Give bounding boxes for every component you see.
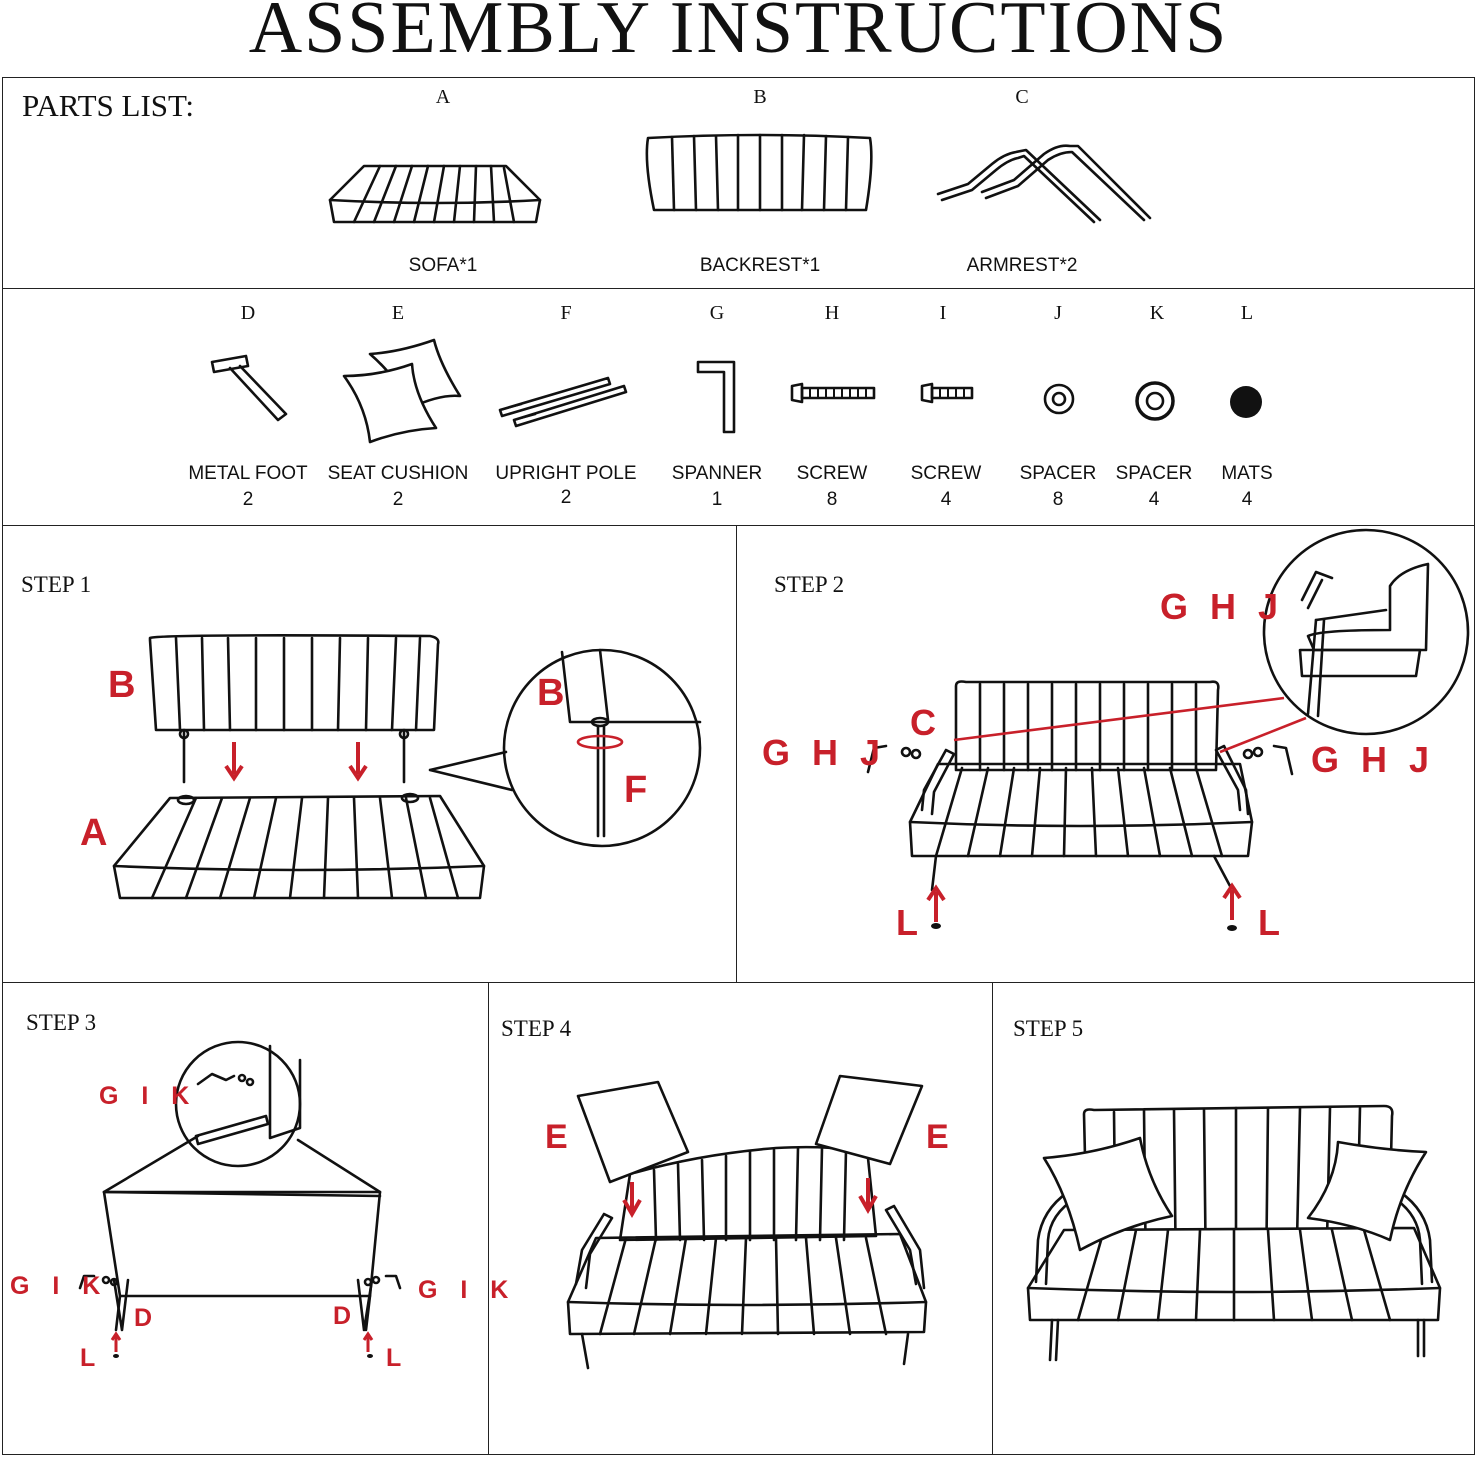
part-letter-l: L xyxy=(1240,302,1254,324)
part-name-e: SEAT CUSHION xyxy=(327,463,469,484)
part-letter-b: B xyxy=(753,86,767,108)
part-name-f: UPRIGHT POLE xyxy=(495,463,637,484)
part-letter-a: A xyxy=(435,86,451,108)
step5-label: STEP 5 xyxy=(1013,1016,1084,1041)
step2-callout-ghj-detail: G H J xyxy=(1160,586,1285,627)
part-letter-i: I xyxy=(939,302,947,324)
part-letter-j: J xyxy=(1054,302,1062,324)
step2-illustration xyxy=(866,528,1470,931)
part-letter-d: D xyxy=(240,302,256,324)
sofa-seat-illustration xyxy=(328,164,542,224)
seat-cushion-icon xyxy=(342,338,462,444)
metal-foot-icon xyxy=(210,354,288,422)
part-letter-c: C xyxy=(1015,86,1029,108)
part-qty-g: 1 xyxy=(711,489,723,510)
part-letter-g: G xyxy=(709,302,725,324)
part-name-d: METAL FOOT xyxy=(188,463,308,484)
part-name-a: SOFA*1 xyxy=(408,255,478,276)
part-qty-d: 2 xyxy=(242,489,254,510)
step4-label: STEP 4 xyxy=(501,1016,572,1041)
armrest-illustration xyxy=(936,144,1152,224)
step2-callout-l-left: L xyxy=(896,902,918,943)
step3-callout-gik-right: G I K xyxy=(418,1276,517,1304)
step2-label: STEP 2 xyxy=(774,572,845,597)
backrest-illustration xyxy=(645,133,873,212)
spacer-j-icon xyxy=(1043,383,1075,415)
part-qty-k: 4 xyxy=(1148,489,1160,510)
part-qty-j: 8 xyxy=(1052,489,1064,510)
part-name-l: MATS xyxy=(1221,463,1273,484)
step1-callout-b: B xyxy=(108,664,136,706)
step3-callout-l-right: L xyxy=(386,1344,402,1372)
step5-panel xyxy=(992,982,1475,1455)
part-letter-f: F xyxy=(560,302,572,324)
part-name-j: SPACER xyxy=(1019,463,1097,484)
mat-icon xyxy=(1230,386,1262,418)
part-qty-i: 4 xyxy=(940,489,952,510)
part-qty-l: 4 xyxy=(1241,489,1253,510)
step3-label: STEP 3 xyxy=(26,1010,97,1035)
part-name-i: SCREW xyxy=(910,463,982,484)
step5-illustration xyxy=(1026,1104,1442,1362)
part-name-h: SCREW xyxy=(796,463,868,484)
step4-callout-e-right: E xyxy=(926,1118,949,1156)
step2-callout-ghj-left: G H J xyxy=(762,732,887,773)
screw-h-icon xyxy=(790,382,876,404)
part-qty-h: 8 xyxy=(826,489,838,510)
step4-illustration xyxy=(566,1074,928,1370)
part-qty-e: 2 xyxy=(392,489,404,510)
screw-i-icon xyxy=(920,382,974,404)
part-name-g: SPANNER xyxy=(671,463,763,484)
step1-callout-b-detail: B xyxy=(537,672,565,714)
part-name-b: BACKREST*1 xyxy=(699,255,821,276)
parts-list-label: PARTS LIST: xyxy=(22,88,195,123)
step1-illustration xyxy=(112,634,702,900)
part-letter-e: E xyxy=(391,302,405,324)
step2-callout-l-right: L xyxy=(1258,902,1280,943)
step3-callout-gik-detail: G I K xyxy=(99,1082,198,1110)
step3-callout-d-left: D xyxy=(134,1304,153,1332)
part-name-k: SPACER xyxy=(1115,463,1193,484)
step1-callout-a: A xyxy=(80,812,108,854)
upright-pole-icon xyxy=(498,376,628,428)
step2-callout-ghj-right: G H J xyxy=(1311,739,1436,780)
part-letter-k: K xyxy=(1149,302,1165,324)
page-title: ASSEMBLY INSTRUCTIONS xyxy=(248,0,1229,69)
part-qty-f: 2 xyxy=(560,487,572,508)
step4-callout-e-left: E xyxy=(545,1118,568,1156)
step3-illustration xyxy=(78,1040,402,1358)
step3-callout-gik-left: G I K xyxy=(10,1272,109,1300)
step1-callout-f: F xyxy=(624,769,648,811)
step1-label: STEP 1 xyxy=(21,572,92,597)
step3-callout-l-left: L xyxy=(80,1344,96,1372)
part-letter-h: H xyxy=(824,302,840,324)
part-name-c: ARMREST*2 xyxy=(966,255,1078,276)
step3-callout-d-right: D xyxy=(333,1302,352,1330)
spacer-k-icon xyxy=(1135,381,1175,421)
step2-callout-c: C xyxy=(910,702,936,743)
spanner-icon xyxy=(696,360,736,434)
